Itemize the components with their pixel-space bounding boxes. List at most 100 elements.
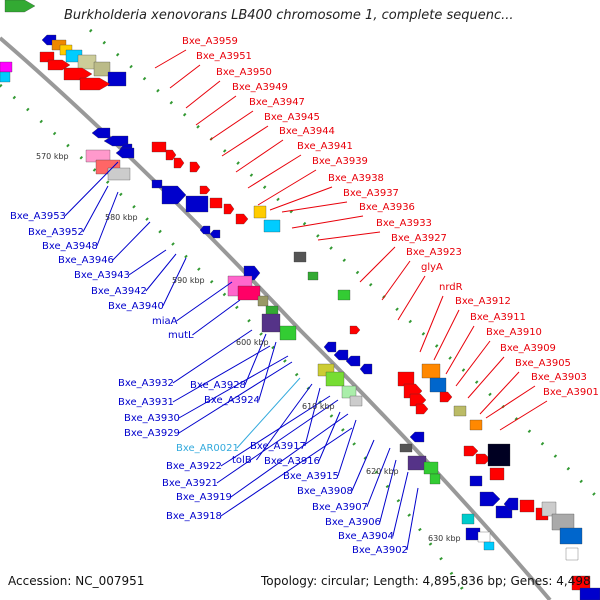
- gene-label: Bxe_A3937: [343, 188, 399, 199]
- gene-feature: [151, 179, 163, 189]
- gene-feature: [47, 59, 71, 71]
- gene-label: Bxe_A3939: [312, 156, 368, 167]
- leader-line: [178, 361, 293, 434]
- leader-line: [185, 80, 221, 109]
- gene-feature: [199, 225, 211, 235]
- topology-label: Topology: circular; Length: 4,895,836 bp…: [261, 574, 591, 588]
- leader-line: [269, 186, 333, 211]
- gene-label: Bxe_A3938: [328, 173, 384, 184]
- leader-line: [392, 471, 409, 537]
- leader-line: [145, 253, 177, 292]
- gene-feature: [579, 587, 600, 600]
- gene-feature: [487, 443, 511, 467]
- gene-feature: [337, 289, 351, 301]
- leader-line: [433, 309, 460, 361]
- backbone-arc: [0, 36, 552, 600]
- gene-feature: [399, 443, 413, 453]
- gene-label: Bxe_A3952: [28, 227, 84, 238]
- gene-feature: [237, 285, 261, 301]
- gene-label: Bxe_A3950: [216, 67, 272, 78]
- leader-line: [406, 487, 419, 551]
- leader-line: [162, 257, 187, 307]
- gene-label: Bxe_AR0021: [176, 443, 239, 454]
- gene-feature: [63, 67, 93, 81]
- leader-line: [209, 110, 254, 141]
- gene-feature: [359, 363, 373, 375]
- gene-feature: [165, 149, 177, 161]
- gene-feature: [161, 185, 187, 205]
- leader-line: [195, 95, 237, 126]
- gene-feature: [253, 205, 267, 219]
- gene-feature: [293, 251, 307, 263]
- gene-label: Bxe_A3908: [297, 486, 353, 497]
- leader-line: [220, 395, 331, 467]
- gene-feature: [479, 491, 501, 507]
- gene-label: Bxe_A3933: [376, 218, 432, 229]
- gene-feature: [415, 403, 429, 415]
- gene-feature: [475, 453, 491, 465]
- gene-feature: [189, 161, 201, 173]
- leader-line: [397, 275, 426, 321]
- leader-line: [220, 427, 353, 517]
- gene-feature: [469, 475, 483, 487]
- leader-line: [216, 399, 339, 484]
- leader-line: [128, 249, 167, 276]
- gene-feature: [477, 531, 491, 543]
- gene-feature: [483, 541, 495, 551]
- gene-feature: [409, 393, 427, 407]
- gene-label: Bxe_A3944: [279, 126, 335, 137]
- gene-feature: [279, 325, 297, 341]
- gene-label: Bxe_A3902: [352, 545, 408, 556]
- leader-line: [281, 201, 348, 213]
- gene-feature: [349, 325, 361, 335]
- leader-line: [318, 411, 341, 462]
- gene-feature: [223, 203, 235, 215]
- gene-label: Bxe_A3904: [338, 531, 394, 542]
- gene-label: Bxe_A3949: [232, 82, 288, 93]
- gene-labels: Bxe_A3959Bxe_A3951Bxe_A3950Bxe_A3949Bxe_…: [10, 36, 599, 556]
- gene-label: nrdR: [439, 282, 463, 293]
- gene-label: Bxe_A3916: [264, 456, 320, 467]
- gene-feature: [489, 467, 505, 481]
- leader-line: [381, 260, 411, 301]
- gene-feature: [185, 195, 209, 213]
- gene-feature: [107, 71, 127, 87]
- kbp-tick-label: 630 kbp: [428, 534, 461, 543]
- gene-label: Bxe_A3959: [182, 36, 238, 47]
- leader-line: [172, 329, 253, 384]
- gene-label: Bxe_A3931: [118, 397, 174, 408]
- leader-line: [366, 447, 391, 508]
- leader-line: [257, 169, 317, 206]
- kbp-tick-label: 590 kbp: [172, 276, 205, 285]
- gene-label: glyA: [421, 262, 443, 273]
- leader-line: [467, 356, 505, 399]
- kbp-tick-label: 580 kbp: [105, 213, 138, 222]
- leader-line: [221, 125, 269, 157]
- gene-feature: [77, 54, 97, 70]
- gene-feature: [429, 473, 441, 485]
- leader-line: [192, 299, 241, 336]
- gene-feature: [235, 213, 249, 225]
- leader-line: [96, 191, 119, 247]
- gene-feature: [4, 0, 36, 13]
- leader-line: [455, 340, 491, 387]
- gene-label: Bxe_A3901: [543, 387, 599, 398]
- leader-line: [255, 383, 313, 461]
- gene-feature: [429, 377, 447, 393]
- gene-label: Bxe_A3923: [406, 247, 462, 258]
- gene-feature: [421, 363, 441, 379]
- gene-feature: [503, 497, 519, 511]
- gene-feature: [103, 135, 129, 147]
- gene-label: Bxe_A3905: [515, 358, 571, 369]
- gene-label: Bxe_A3942: [91, 286, 147, 297]
- gene-feature: [263, 219, 281, 233]
- kbp-tick-label: 620 kbp: [366, 467, 399, 476]
- inner-tick-ring: [0, 83, 472, 600]
- gene-feature: [173, 157, 185, 169]
- kbp-tick-label: 600 kbp: [236, 338, 269, 347]
- gene-feature: [559, 527, 583, 545]
- gene-feature: [409, 431, 425, 443]
- leader-line: [172, 345, 271, 403]
